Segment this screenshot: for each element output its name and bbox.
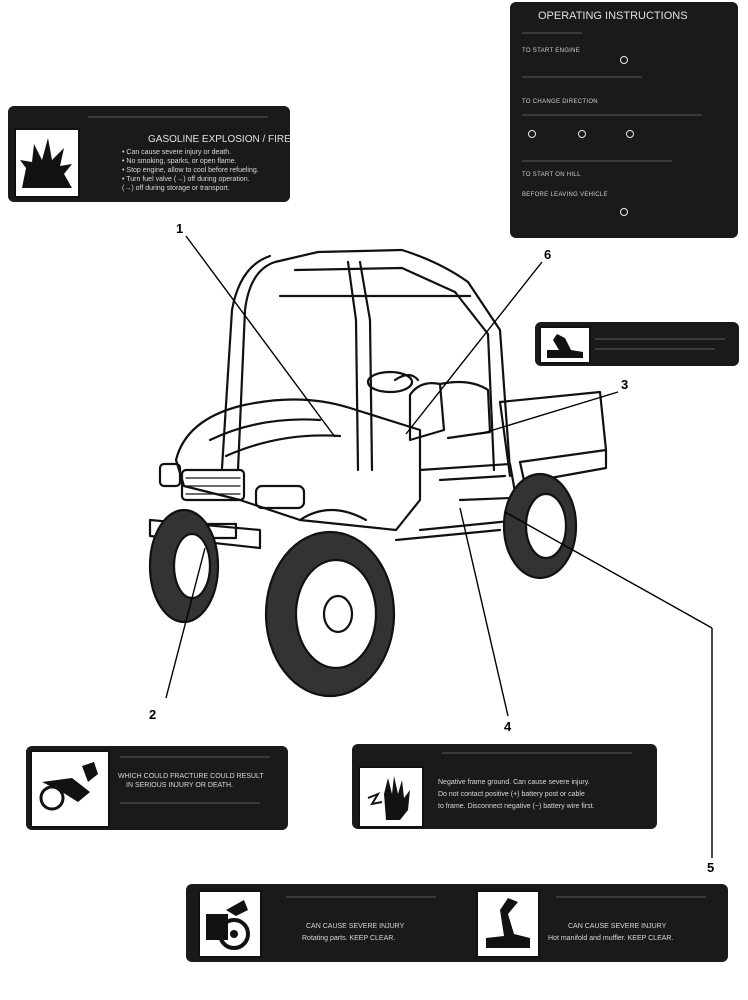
op-line-3: TO START ON HILL: [522, 172, 581, 178]
op-line-2: TO CHANGE DIRECTION: [522, 99, 598, 105]
battery-line-3: to frame. Disconnect negative (−) batter…: [438, 803, 595, 810]
headlight: [158, 462, 182, 488]
front-right-wheel: [264, 530, 396, 698]
leader-line-1: [185, 235, 336, 438]
op-line-1: TO START ENGINE: [522, 48, 581, 54]
explosion-icon-box: [14, 128, 80, 198]
rider-ejection-icon: [39, 762, 98, 811]
pedal-warning-label: [535, 322, 739, 366]
fracture-warning-label: WHICH COULD FRACTURE COULD RESULT IN SER…: [26, 746, 288, 830]
roll-cage-left-post: [236, 250, 320, 472]
rotating-parts-hot-muffler-label: CAN CAUSE SEVERE INJURY Rotating parts. …: [186, 884, 728, 962]
leader-line-6: [405, 261, 543, 435]
muffler-line-2: Hot manifold and muffler. KEEP CLEAR.: [548, 935, 674, 942]
op-line-4: BEFORE LEAVING VEHICLE: [522, 192, 608, 198]
rotating-line-1: CAN CAUSE SEVERE INJURY: [306, 923, 405, 930]
gasoline-line-5: (→) off during storage or transport.: [122, 185, 230, 192]
callout-6: 6: [544, 247, 552, 262]
cargo-bed: [498, 390, 608, 464]
headlight: [254, 484, 306, 510]
callout-1: 1: [176, 221, 184, 236]
battery-warning-label: Negative frame ground. Can cause severe …: [352, 744, 657, 829]
leader-line-3: [479, 391, 619, 435]
battery-line-2: Do not contact positive (+) battery post…: [438, 791, 585, 798]
hot-surface-hand-icon: [486, 898, 530, 948]
indicator-dot-icon: [620, 56, 628, 64]
callout-3: 3: [621, 377, 629, 392]
seat: [408, 382, 446, 442]
leader-line-5b: [504, 511, 713, 629]
hot-muffler-icon-box: [476, 890, 540, 958]
gasoline-line-4: • Turn fuel valve (→) off during operati…: [122, 176, 250, 183]
pedal-icon-box: [539, 326, 591, 364]
callout-5: 5: [707, 860, 715, 875]
leader-line-4: [459, 507, 509, 717]
gasoline-warning-label: GASOLINE EXPLOSION / FIRE. • Can cause s…: [8, 106, 290, 202]
rotating-line-2: Rotating parts. KEEP CLEAR.: [302, 935, 396, 942]
steering-wheel: [393, 373, 420, 382]
explosion-icon: [20, 138, 72, 188]
operating-instructions-title: OPERATING INSTRUCTIONS: [538, 10, 688, 22]
indicator-dot-icon: [528, 130, 536, 138]
fracture-line-2: IN SERIOUS INJURY OR DEATH.: [126, 782, 233, 789]
callout-2: 2: [149, 707, 157, 722]
gasoline-title: GASOLINE EXPLOSION / FIRE.: [148, 134, 290, 145]
rear-wheel: [502, 472, 578, 580]
muffler-line-1: CAN CAUSE SEVERE INJURY: [568, 923, 667, 930]
gasoline-line-1: • Can cause severe injury or death.: [122, 149, 232, 156]
shock-icon-box: [358, 766, 424, 828]
battery-line-1: Negative frame ground. Can cause severe …: [438, 779, 590, 786]
roll-cage-right-post: [466, 280, 512, 472]
callout-4: 4: [504, 719, 512, 734]
grille: [180, 468, 246, 502]
leader-line-2: [165, 547, 206, 699]
indicator-dot-icon: [620, 208, 628, 216]
indicator-dot-icon: [578, 130, 586, 138]
fracture-line-1: WHICH COULD FRACTURE COULD RESULT: [118, 773, 264, 780]
fracture-icon-box: [30, 750, 110, 828]
rotating-parts-icon: [206, 900, 250, 950]
vehicle-body: [174, 398, 422, 532]
bumper: [148, 518, 262, 550]
gasoline-line-2: • No smoking, sparks, or open flame.: [122, 158, 237, 165]
operating-instructions-label: OPERATING INSTRUCTIONS TO START ENGINE T…: [510, 2, 738, 238]
front-left-wheel: [148, 508, 220, 624]
electric-shock-hand-icon: [367, 776, 410, 820]
pedal-icon: [547, 334, 583, 358]
rotating-parts-icon-box: [198, 890, 262, 958]
indicator-dot-icon: [626, 130, 634, 138]
gasoline-line-3: • Stop engine, allow to cool before refu…: [122, 167, 259, 174]
